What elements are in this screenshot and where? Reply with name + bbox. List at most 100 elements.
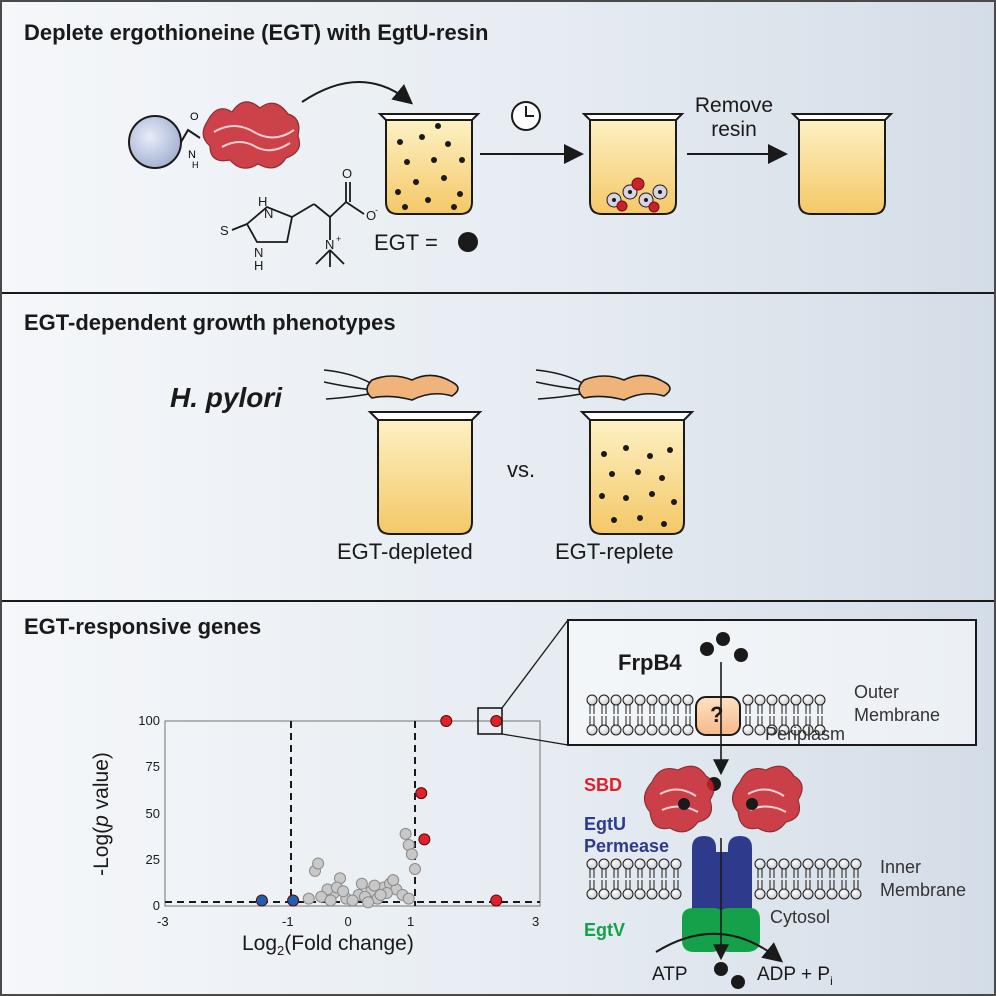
data-point (418, 833, 431, 846)
y-tick-label: 0 (152, 898, 160, 913)
zoom-line-bottom (501, 733, 569, 746)
lipid-head (598, 694, 610, 706)
lipid-head (766, 724, 778, 736)
lipid-head (634, 858, 646, 870)
inner-membrane-label-2: Membrane (880, 880, 967, 900)
section-title-genes: EGT-responsive genes (24, 614, 262, 639)
lipid-head (622, 858, 634, 870)
data-point (405, 848, 418, 861)
frpb4-label: FrpB4 (618, 650, 682, 675)
lipid-tail (673, 869, 679, 878)
lipid-tail (673, 716, 679, 725)
atp-label: ATP (652, 964, 688, 985)
data-point (324, 894, 337, 907)
svg-text:O: O (366, 208, 376, 223)
lipid-head (754, 724, 766, 736)
beaker-depleted-1 (790, 113, 894, 215)
volcano-plot (164, 619, 569, 909)
lipid-tail (589, 716, 595, 725)
lipid-head (610, 858, 622, 870)
egtv-label: EgtV (584, 920, 626, 940)
lipid-tail (649, 869, 655, 878)
lipid-tail (817, 716, 823, 725)
section-title-deplete: Deplete ergothioneine (EGT) with EgtU-re… (24, 20, 489, 45)
y-tick-label: 50 (145, 805, 160, 821)
lipid-tail (637, 716, 643, 725)
lipid-tail (601, 716, 607, 725)
lipid-tail (625, 716, 631, 725)
egt-atoms: S HN NH O O- N+ (220, 166, 378, 273)
lipid-head (790, 888, 802, 900)
lipid-tail (805, 705, 811, 714)
lipid-tail (793, 705, 799, 714)
x-tick-label: 0 (344, 914, 352, 929)
lipid-head (802, 858, 814, 870)
data-point (402, 892, 415, 905)
lipid-tail (781, 705, 787, 714)
lipid-head (658, 888, 670, 900)
zoom-line-top (501, 619, 569, 709)
lipid-tail (781, 869, 787, 878)
lipid-tail (769, 705, 775, 714)
lipid-tail (661, 705, 667, 714)
lipid-tail (613, 880, 619, 889)
lipid-tail (841, 880, 847, 889)
lipid-head (658, 858, 670, 870)
lipid-tail (805, 880, 811, 889)
lipid-tail (601, 880, 607, 889)
y-axis-label: -Log(p value) (90, 752, 113, 876)
data-point (312, 857, 325, 870)
lipid-tail (817, 705, 823, 714)
lipid-tail (685, 705, 691, 714)
svg-text:N: N (254, 245, 263, 260)
lipid-tail (649, 880, 655, 889)
x-axis-label-log: Log (242, 932, 278, 955)
egt-structure (231, 182, 365, 267)
hpylori-depleted (323, 369, 459, 401)
data-point (255, 894, 268, 907)
x-axis-label-rest: (Fold change) (284, 932, 414, 955)
adp-label-main: ADP + P (757, 964, 831, 985)
lipid-head (814, 888, 826, 900)
replete-label: EGT-replete (555, 539, 674, 564)
lipid-head (838, 888, 850, 900)
x-tick-label: -3 (157, 914, 169, 929)
svg-text:H: H (192, 160, 199, 170)
lipid-tail (589, 705, 595, 714)
lipid-head (826, 858, 838, 870)
lipid-head (646, 694, 658, 706)
data-point (362, 896, 375, 909)
data-point (490, 715, 503, 727)
remove-resin-label-2: resin (711, 118, 757, 141)
outer-membrane-label-2: Membrane (854, 705, 941, 725)
lipid-head (586, 858, 598, 870)
lipid-tail (769, 880, 775, 889)
outer-membrane-label-1: Outer (854, 682, 900, 702)
lipid-head (634, 724, 646, 736)
cytosol-label: Cytosol (770, 907, 831, 927)
lipid-head (802, 724, 814, 736)
svg-text:H: H (258, 194, 267, 209)
inner-membrane-label-1: Inner (880, 857, 922, 877)
lipid-tail (661, 880, 667, 889)
lipid-tail (673, 880, 679, 889)
lipid-tail (817, 869, 823, 878)
outer-membrane-panel (567, 619, 977, 746)
lipid-head (778, 724, 790, 736)
lipid-tail (853, 880, 859, 889)
lipid-head (598, 858, 610, 870)
lipid-tail (805, 869, 811, 878)
lipid-tail (589, 869, 595, 878)
beaker-resin-bound (581, 113, 685, 215)
lipid-head (646, 724, 658, 736)
resin-bead-icon: O N H (128, 111, 201, 170)
lipid-head (778, 888, 790, 900)
remove-resin-label-1: Remove (694, 94, 774, 117)
divider-1 (2, 292, 994, 294)
data-point (287, 894, 300, 907)
lipid-tail (769, 716, 775, 725)
lipid-head (586, 888, 598, 900)
data-point (409, 863, 421, 875)
